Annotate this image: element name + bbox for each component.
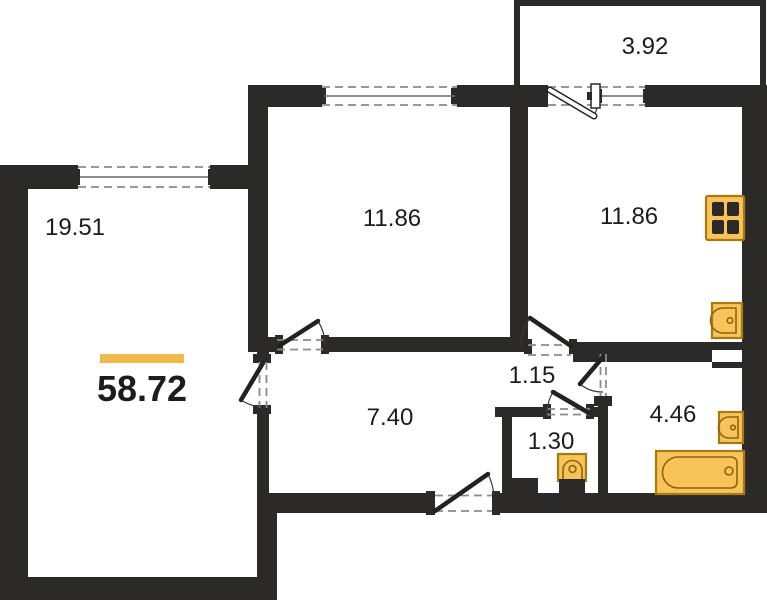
bathtub-icon — [654, 449, 746, 496]
fixtures — [556, 194, 746, 496]
doors — [238, 83, 607, 514]
kitchen-door-icon — [520, 315, 574, 356]
bedroom-door-icon — [276, 318, 326, 351]
total-area-value: 58.72 — [97, 368, 187, 409]
stove-icon — [704, 194, 746, 242]
bedroom-window-icon — [322, 86, 457, 106]
labels: 19.51 58.72 11.86 11.86 3.92 7.40 1.15 1… — [45, 33, 696, 455]
room-area-bathroom: 4.46 — [650, 401, 697, 428]
room-area-hallway: 7.40 — [367, 404, 414, 431]
room-area-hall: 1.15 — [509, 362, 556, 389]
windows — [78, 86, 645, 188]
room-area-wc: 1.30 — [528, 428, 575, 455]
living-window-icon — [78, 166, 210, 188]
balcony-door-icon — [546, 83, 601, 120]
room-area-living: 19.51 — [45, 214, 105, 241]
wc-door-icon — [546, 389, 592, 416]
room-area-bedroom: 11.86 — [363, 205, 421, 232]
room-area-kitchen: 11.86 — [600, 203, 658, 230]
kitchen-sink-icon — [709, 301, 744, 340]
toilet-icon — [556, 452, 588, 494]
living-door-icon — [238, 360, 268, 408]
room-area-balcony: 3.92 — [622, 33, 669, 60]
total-area-accent-bar — [100, 354, 184, 363]
entry-door-icon — [432, 471, 495, 514]
kitchen-window-icon — [548, 86, 645, 106]
bathroom-sink-icon — [717, 410, 745, 445]
bathroom-door-icon — [577, 354, 607, 396]
